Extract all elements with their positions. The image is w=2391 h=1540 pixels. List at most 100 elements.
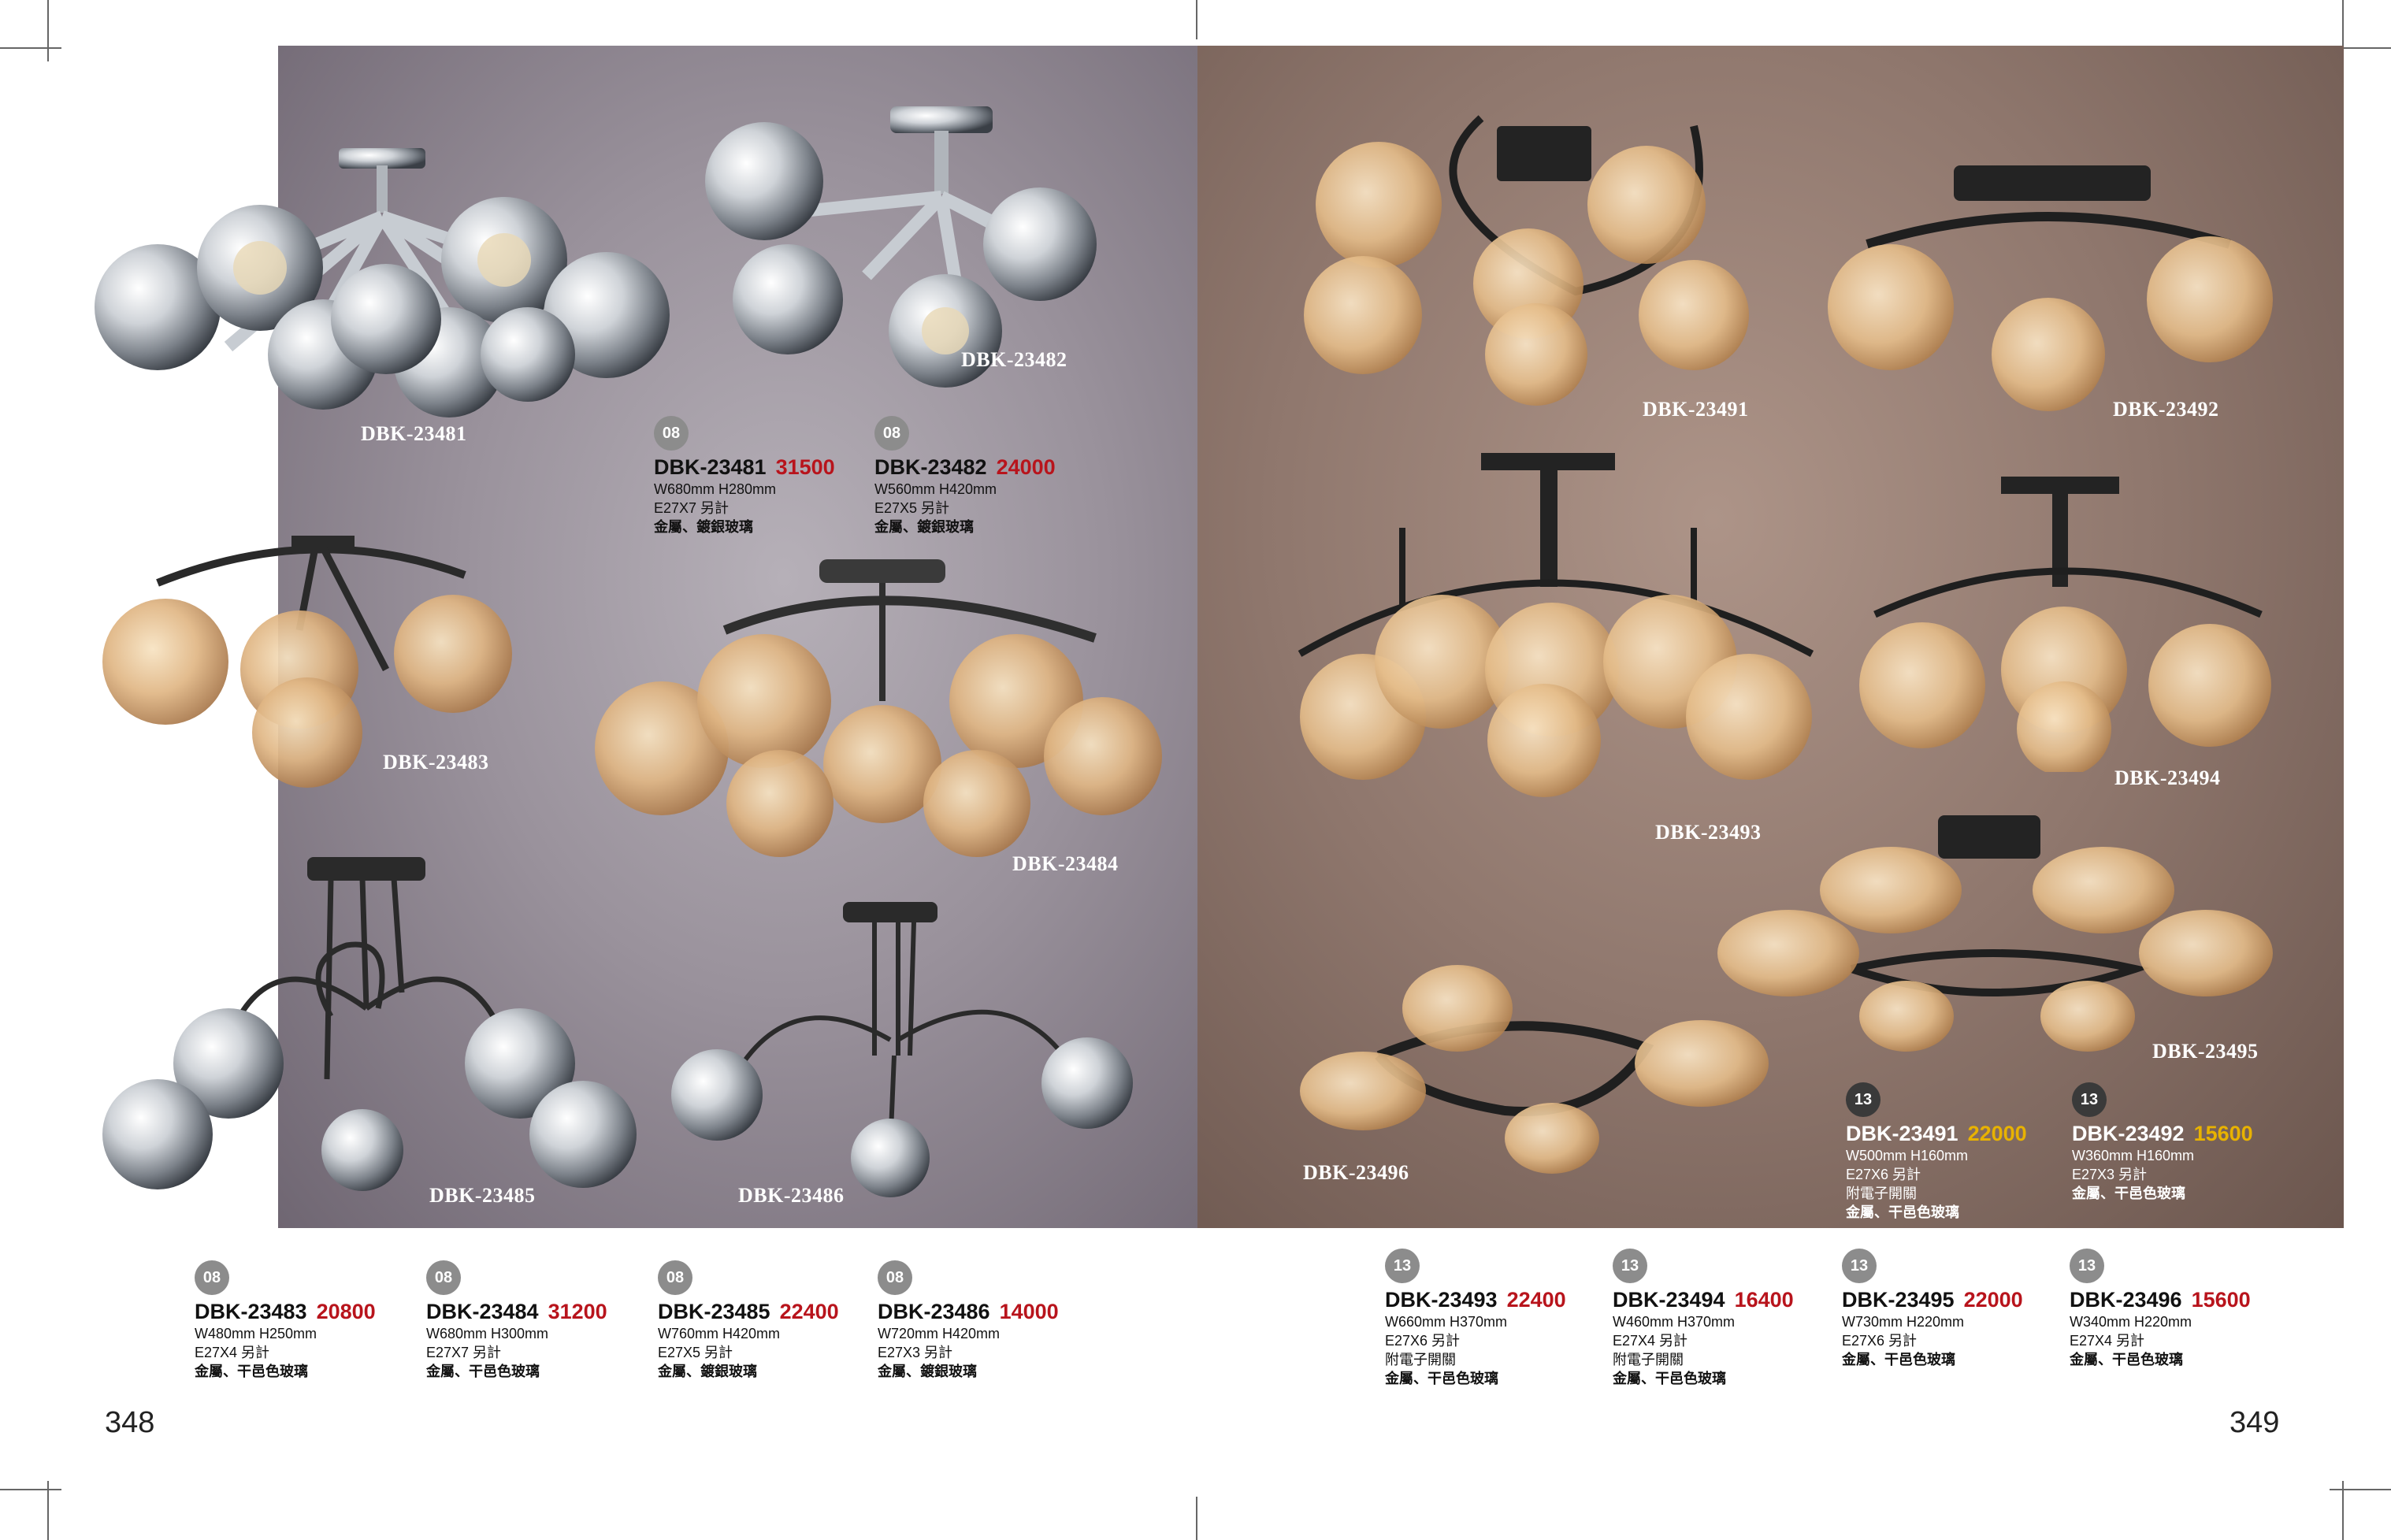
figure-label: DBK-23486 xyxy=(738,1184,845,1207)
bulb-spec: E27X3 另計 xyxy=(2072,1167,2148,1182)
price: 22000 xyxy=(1963,1288,2023,1312)
figure-label: DBK-23491 xyxy=(1643,398,1749,421)
material: 金屬、干邑色玻璃 xyxy=(1846,1204,1959,1220)
catalog-badge: 08 xyxy=(658,1260,692,1295)
material: 金屬、干邑色玻璃 xyxy=(1613,1371,1726,1386)
catalog-badge: 13 xyxy=(1842,1249,1877,1283)
bulb-spec: E27X4 另計 xyxy=(2070,1333,2145,1349)
price: 15600 xyxy=(2193,1122,2253,1145)
fixture-image-dbk-23485 xyxy=(102,857,637,1191)
figure-label: DBK-23494 xyxy=(2114,766,2221,789)
fixture-image-dbk-23486 xyxy=(671,902,1133,1197)
bulb-spec: E27X6 另計 xyxy=(1846,1167,1921,1182)
product-info-dbk-23495: 13 DBK-23495 22000 W730mm H220mm E27X6 另計… xyxy=(1842,1249,2070,1369)
price: 14000 xyxy=(999,1300,1059,1323)
catalog-badge: 13 xyxy=(1613,1249,1647,1283)
crop-mark xyxy=(47,1481,49,1540)
crop-mark xyxy=(47,0,49,61)
fixture-image-dbk-23481 xyxy=(95,148,670,417)
model-number: DBK-23485 xyxy=(658,1300,770,1323)
dimensions: W560mm H420mm xyxy=(874,481,997,497)
price: 31200 xyxy=(548,1300,607,1323)
figure-label: DBK-23482 xyxy=(961,348,1067,371)
material: 金屬、干邑色玻璃 xyxy=(2072,1186,2185,1201)
model-number: DBK-23492 xyxy=(2072,1122,2185,1145)
figure-label: DBK-23484 xyxy=(1012,852,1119,875)
crop-mark xyxy=(2330,1489,2391,1490)
bulb-spec: E27X5 另計 xyxy=(874,500,950,516)
product-title: DBK-23485 22400 xyxy=(658,1300,886,1324)
product-info-dbk-23496: 13 DBK-23496 15600 W340mm H220mm E27X4 另計… xyxy=(2070,1249,2298,1369)
product-info-dbk-23492: 13 DBK-23492 15600 W360mm H160mm E27X3 另計… xyxy=(2072,1082,2300,1203)
fixture-image-dbk-23493 xyxy=(1298,453,1814,797)
switch-note: 附電子開關 xyxy=(1385,1352,1456,1367)
fixture-image-dbk-23495 xyxy=(1717,815,2273,1052)
dimensions: W760mm H420mm xyxy=(658,1326,781,1341)
bulb-spec: E27X7 另計 xyxy=(654,500,730,516)
page-number-right: 349 xyxy=(2229,1406,2280,1439)
crop-mark xyxy=(2330,47,2391,49)
product-title: DBK-23496 15600 xyxy=(2070,1288,2298,1312)
price: 22000 xyxy=(1967,1122,2027,1145)
price: 20800 xyxy=(316,1300,376,1323)
dimensions: W480mm H250mm xyxy=(195,1326,317,1341)
material: 金屬、鍍銀玻璃 xyxy=(874,519,974,535)
bulb-spec: E27X7 另計 xyxy=(426,1345,502,1360)
bulb-spec: E27X6 另計 xyxy=(1842,1333,1918,1349)
model-number: DBK-23486 xyxy=(878,1300,990,1323)
dimensions: W500mm H160mm xyxy=(1846,1148,1969,1163)
switch-note: 附電子開關 xyxy=(1613,1352,1684,1367)
fixture-image-dbk-23496 xyxy=(1300,965,1769,1174)
figure-label: DBK-23493 xyxy=(1655,821,1762,844)
model-number: DBK-23495 xyxy=(1842,1288,1955,1312)
bulb-spec: E27X5 另計 xyxy=(658,1345,733,1360)
crop-mark xyxy=(1196,0,1197,39)
bulb-spec: E27X6 另計 xyxy=(1385,1333,1461,1349)
material: 金屬、鍍銀玻璃 xyxy=(878,1364,977,1379)
dimensions: W340mm H220mm xyxy=(2070,1314,2192,1330)
model-number: DBK-23482 xyxy=(874,455,987,479)
model-number: DBK-23493 xyxy=(1385,1288,1498,1312)
dimensions: W680mm H280mm xyxy=(654,481,777,497)
fixture-image-dbk-23482 xyxy=(705,106,1097,388)
price: 16400 xyxy=(1734,1288,1794,1312)
bulb-spec: E27X3 另計 xyxy=(878,1345,953,1360)
model-number: DBK-23496 xyxy=(2070,1288,2182,1312)
catalog-badge: 13 xyxy=(2072,1082,2107,1117)
product-title: DBK-23493 22400 xyxy=(1385,1288,1613,1312)
model-number: DBK-23481 xyxy=(654,455,767,479)
catalog-badge: 08 xyxy=(426,1260,461,1295)
price: 22400 xyxy=(779,1300,839,1323)
switch-note: 附電子開關 xyxy=(1846,1186,1917,1201)
catalog-badge: 13 xyxy=(1846,1082,1880,1117)
figure-label: DBK-23483 xyxy=(383,751,489,774)
crop-mark xyxy=(0,47,61,49)
dimensions: W730mm H220mm xyxy=(1842,1314,1965,1330)
crop-mark xyxy=(1196,1497,1197,1540)
product-info-dbk-23491: 13 DBK-23491 22000 W500mm H160mm E27X6 另計… xyxy=(1846,1082,2074,1222)
material: 金屬、干邑色玻璃 xyxy=(1385,1371,1498,1386)
catalog-badge: 08 xyxy=(654,416,689,451)
fixture-image-dbk-23484 xyxy=(595,559,1162,857)
dimensions: W360mm H160mm xyxy=(2072,1148,2195,1163)
model-number: DBK-23491 xyxy=(1846,1122,1958,1145)
product-title: DBK-23492 15600 xyxy=(2072,1122,2300,1146)
fixture-image-dbk-23483 xyxy=(102,536,512,788)
material: 金屬、干邑色玻璃 xyxy=(195,1364,308,1379)
price: 15600 xyxy=(2191,1288,2251,1312)
catalog-badge: 08 xyxy=(195,1260,229,1295)
catalog-badge: 13 xyxy=(2070,1249,2104,1283)
price: 22400 xyxy=(1506,1288,1566,1312)
material: 金屬、干邑色玻璃 xyxy=(2070,1352,2183,1367)
material: 金屬、干邑色玻璃 xyxy=(426,1364,540,1379)
catalog-badge: 13 xyxy=(1385,1249,1420,1283)
